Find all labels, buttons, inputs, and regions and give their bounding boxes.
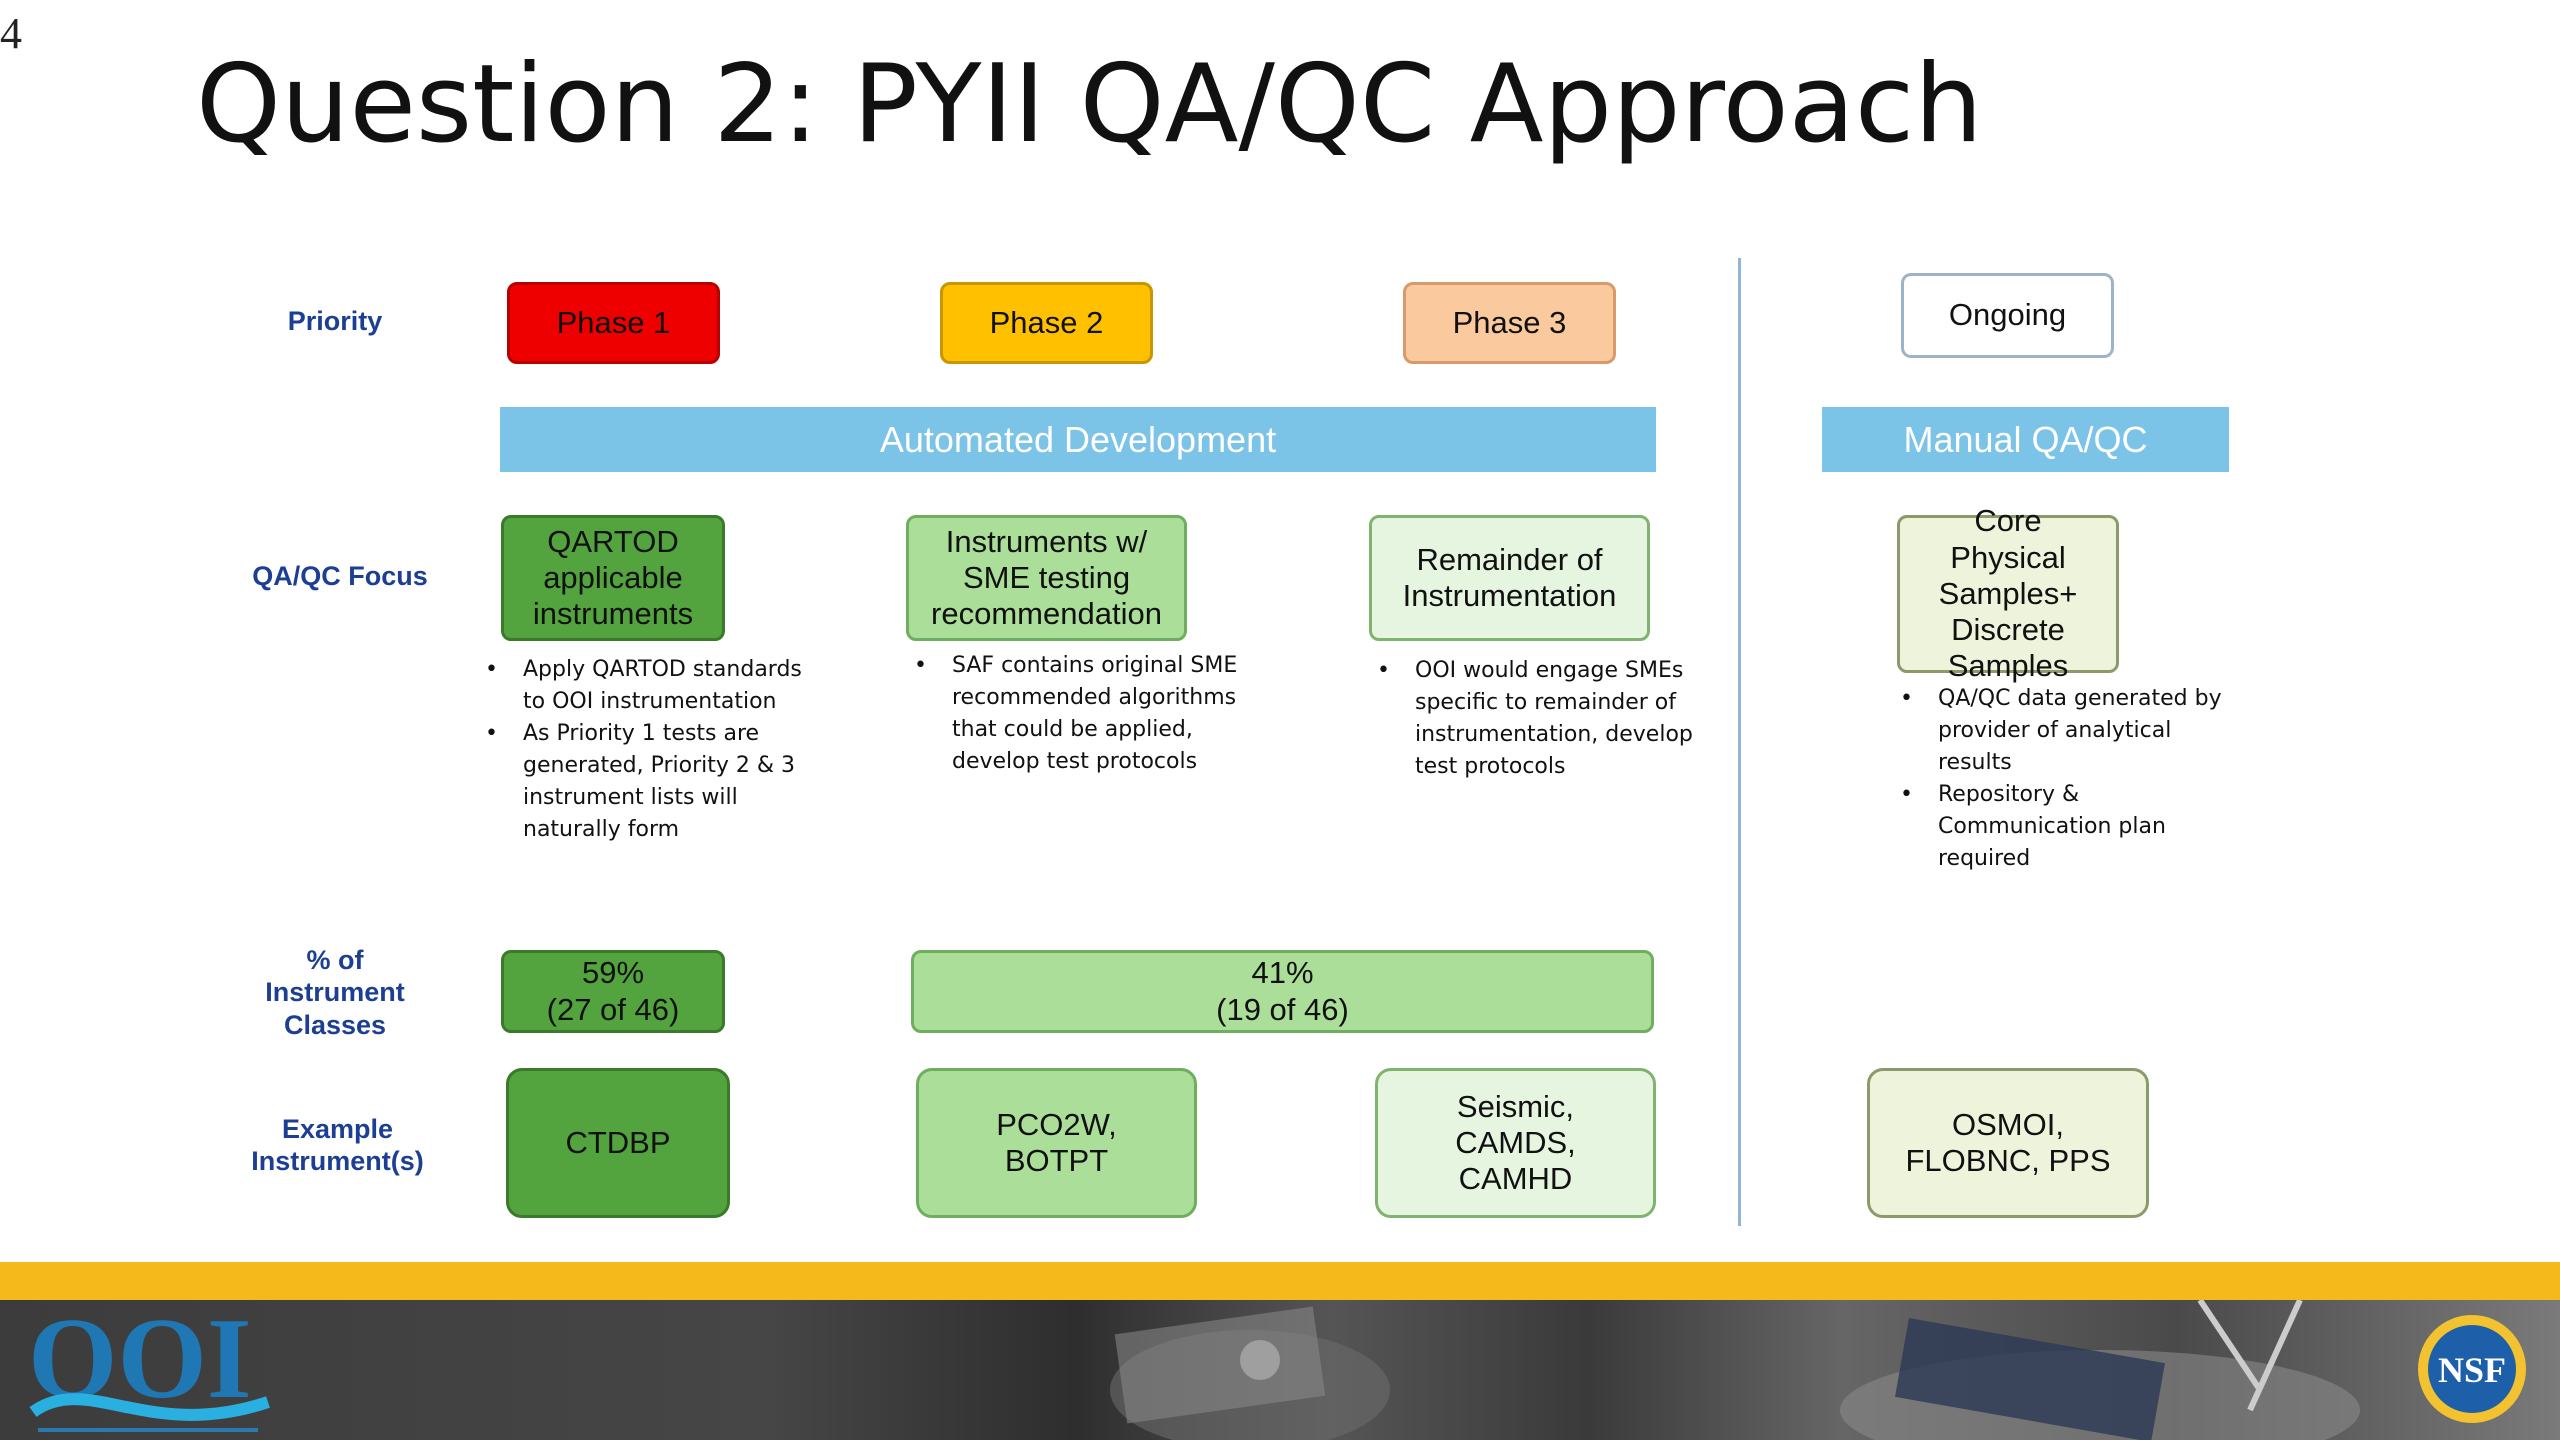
automated-development-band: Automated Development [500, 407, 1656, 472]
bullet-list-phase-3: OOI would engage SMEs specific to remain… [1377, 655, 1707, 783]
percent-box-phase-2-3: 41% (19 of 46) [911, 950, 1654, 1033]
ooi-logo: OOI [28, 1300, 278, 1437]
example-box-ongoing: OSMOI, FLOBNC, PPS [1867, 1068, 2149, 1218]
focus-box-phase-1: QARTOD applicable instruments [501, 515, 725, 641]
phase-2-badge: Phase 2 [940, 282, 1153, 364]
percent-box-phase-1: 59% (27 of 46) [501, 950, 725, 1033]
phase-1-badge: Phase 1 [507, 282, 720, 364]
example-box-phase-2: PCO2W, BOTPT [916, 1068, 1197, 1218]
bullet-item: Apply QARTOD standards to OOI instrument… [485, 654, 805, 718]
footer-ocean-banner: OOI NSF [0, 1300, 2560, 1440]
focus-box-ongoing: Core Physical Samples+ Discrete Samples [1897, 503, 2119, 683]
percent-value: 59% [581, 955, 645, 991]
percent-count: (19 of 46) [1216, 991, 1349, 1027]
example-box-phase-1: CTDBP [506, 1068, 730, 1218]
row-label-priority: Priority [287, 306, 383, 336]
slide-title: Question 2: PYII QA/QC Approach [196, 42, 1983, 167]
example-box-phase-3: Seismic, CAMDS, CAMHD [1375, 1068, 1656, 1218]
bullet-list-ongoing: QA/QC data generated by provider of anal… [1900, 683, 2250, 875]
manual-qaqc-band: Manual QA/QC [1822, 407, 2229, 472]
vertical-divider [1738, 258, 1741, 1226]
nsf-logo: NSF [2415, 1312, 2530, 1427]
bullet-item: As Priority 1 tests are generated, Prior… [485, 718, 805, 846]
nsf-logo-text: NSF [2438, 1350, 2506, 1390]
phase-3-badge: Phase 3 [1403, 282, 1616, 364]
bullet-item: SAF contains original SME recommended al… [914, 650, 1244, 778]
focus-box-phase-2: Instruments w/ SME testing recommendatio… [906, 515, 1187, 641]
percent-count: (27 of 46) [546, 991, 680, 1027]
percent-value: 41% [1251, 955, 1314, 991]
ocean-equipment-illustration [1110, 1300, 2360, 1440]
bullet-item: OOI would engage SMEs specific to remain… [1377, 655, 1707, 783]
focus-box-phase-3: Remainder of Instrumentation [1369, 515, 1650, 641]
bullet-item: Repository & Communication plan required [1900, 779, 2250, 875]
footer-stripe [0, 1262, 2560, 1300]
ongoing-badge: Ongoing [1901, 273, 2114, 358]
ooi-logo-icon: OOI [28, 1300, 270, 1432]
slide-number: 4 [0, 9, 22, 58]
nsf-seal-icon: NSF [2418, 1315, 2526, 1423]
bullet-item: QA/QC data generated by provider of anal… [1900, 683, 2250, 779]
bullet-list-phase-1: Apply QARTOD standards to OOI instrument… [485, 654, 805, 846]
row-label-qaqc-focus: QA/QC Focus [252, 561, 428, 591]
row-label-example-instruments: Example Instrument(s) [251, 1114, 424, 1177]
row-label-percent-instrument-classes: % of Instrument Classes [265, 945, 405, 1040]
bullet-list-phase-2: SAF contains original SME recommended al… [914, 650, 1244, 778]
